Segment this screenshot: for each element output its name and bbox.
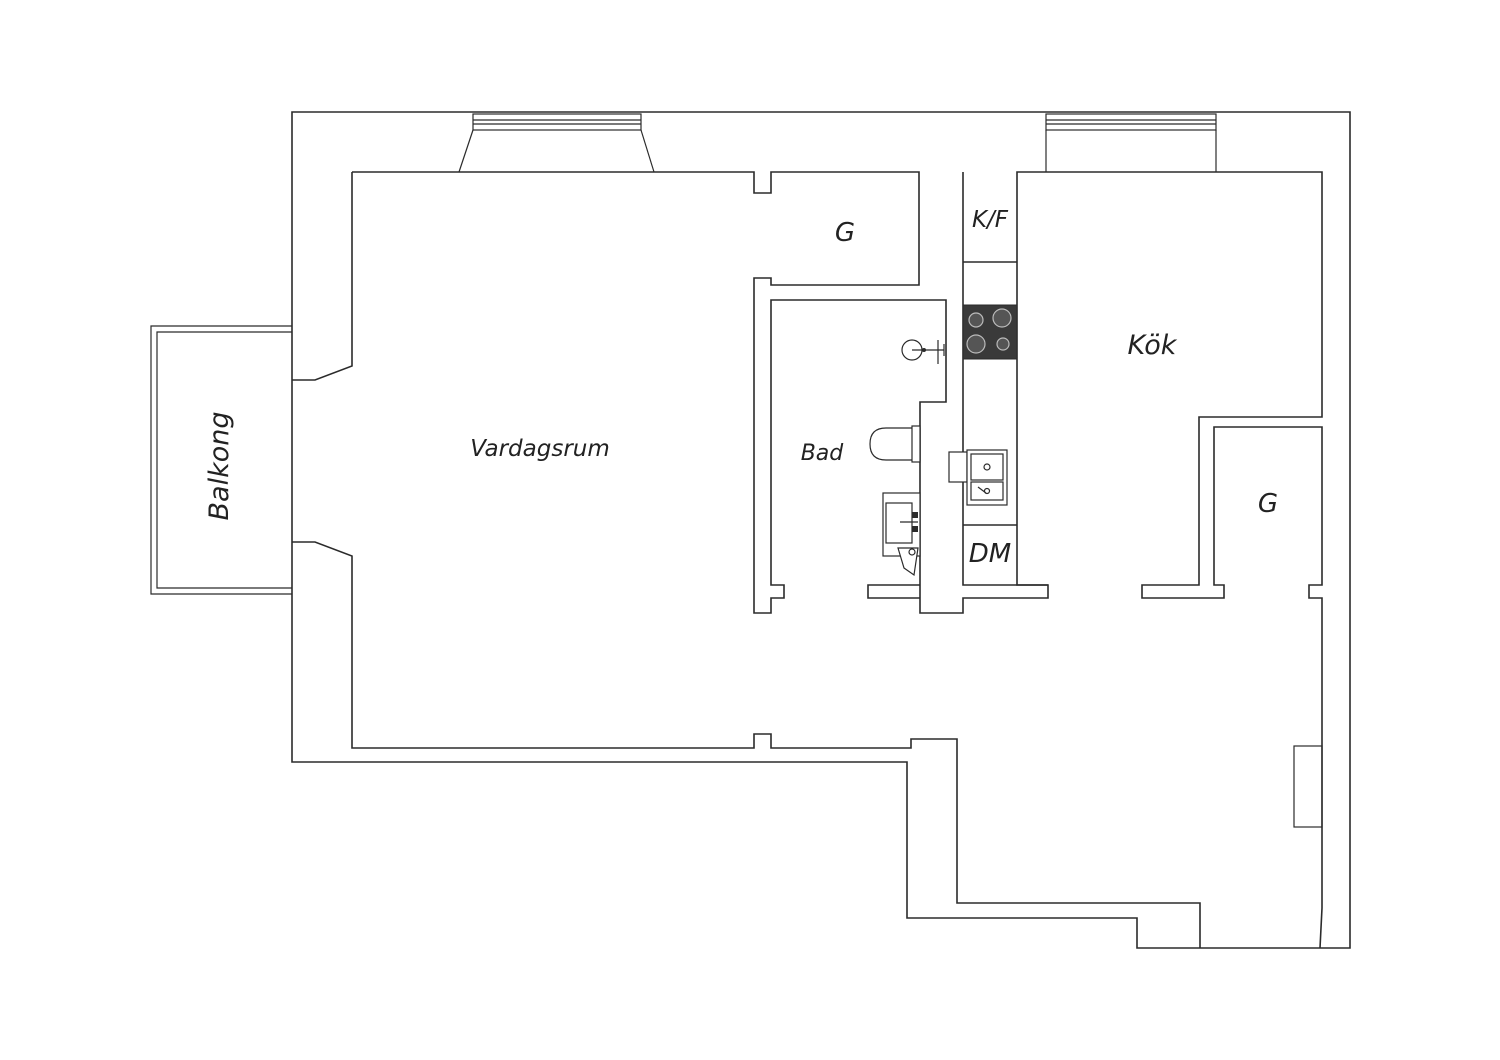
kitchen-sink-icon [948,449,1008,506]
label-balkong: Balkong [204,412,235,521]
window-living [458,113,655,173]
washbasin-icon [882,492,921,577]
hall-niche [1293,745,1323,828]
inner-wall-west [292,172,1201,948]
label-kok: Kök [1128,330,1178,361]
balcony [150,325,292,595]
stove-icon [962,304,1018,360]
inner-wall-living-hall [352,171,1323,949]
label-garderob-1: G [835,218,855,248]
label-diskmaskin: DM [969,539,1011,569]
kitchen-partition [962,172,1048,586]
outer-wall [291,111,1351,949]
label-bad: Bad [801,441,845,466]
toilet-icon [869,425,921,463]
shower-icon [901,339,945,364]
label-vardagsrum: Vardagsrum [470,436,610,462]
label-kyl-frys: K/F [972,207,1009,233]
window-kitchen [1045,113,1217,172]
label-garderob-2: G [1258,489,1278,519]
